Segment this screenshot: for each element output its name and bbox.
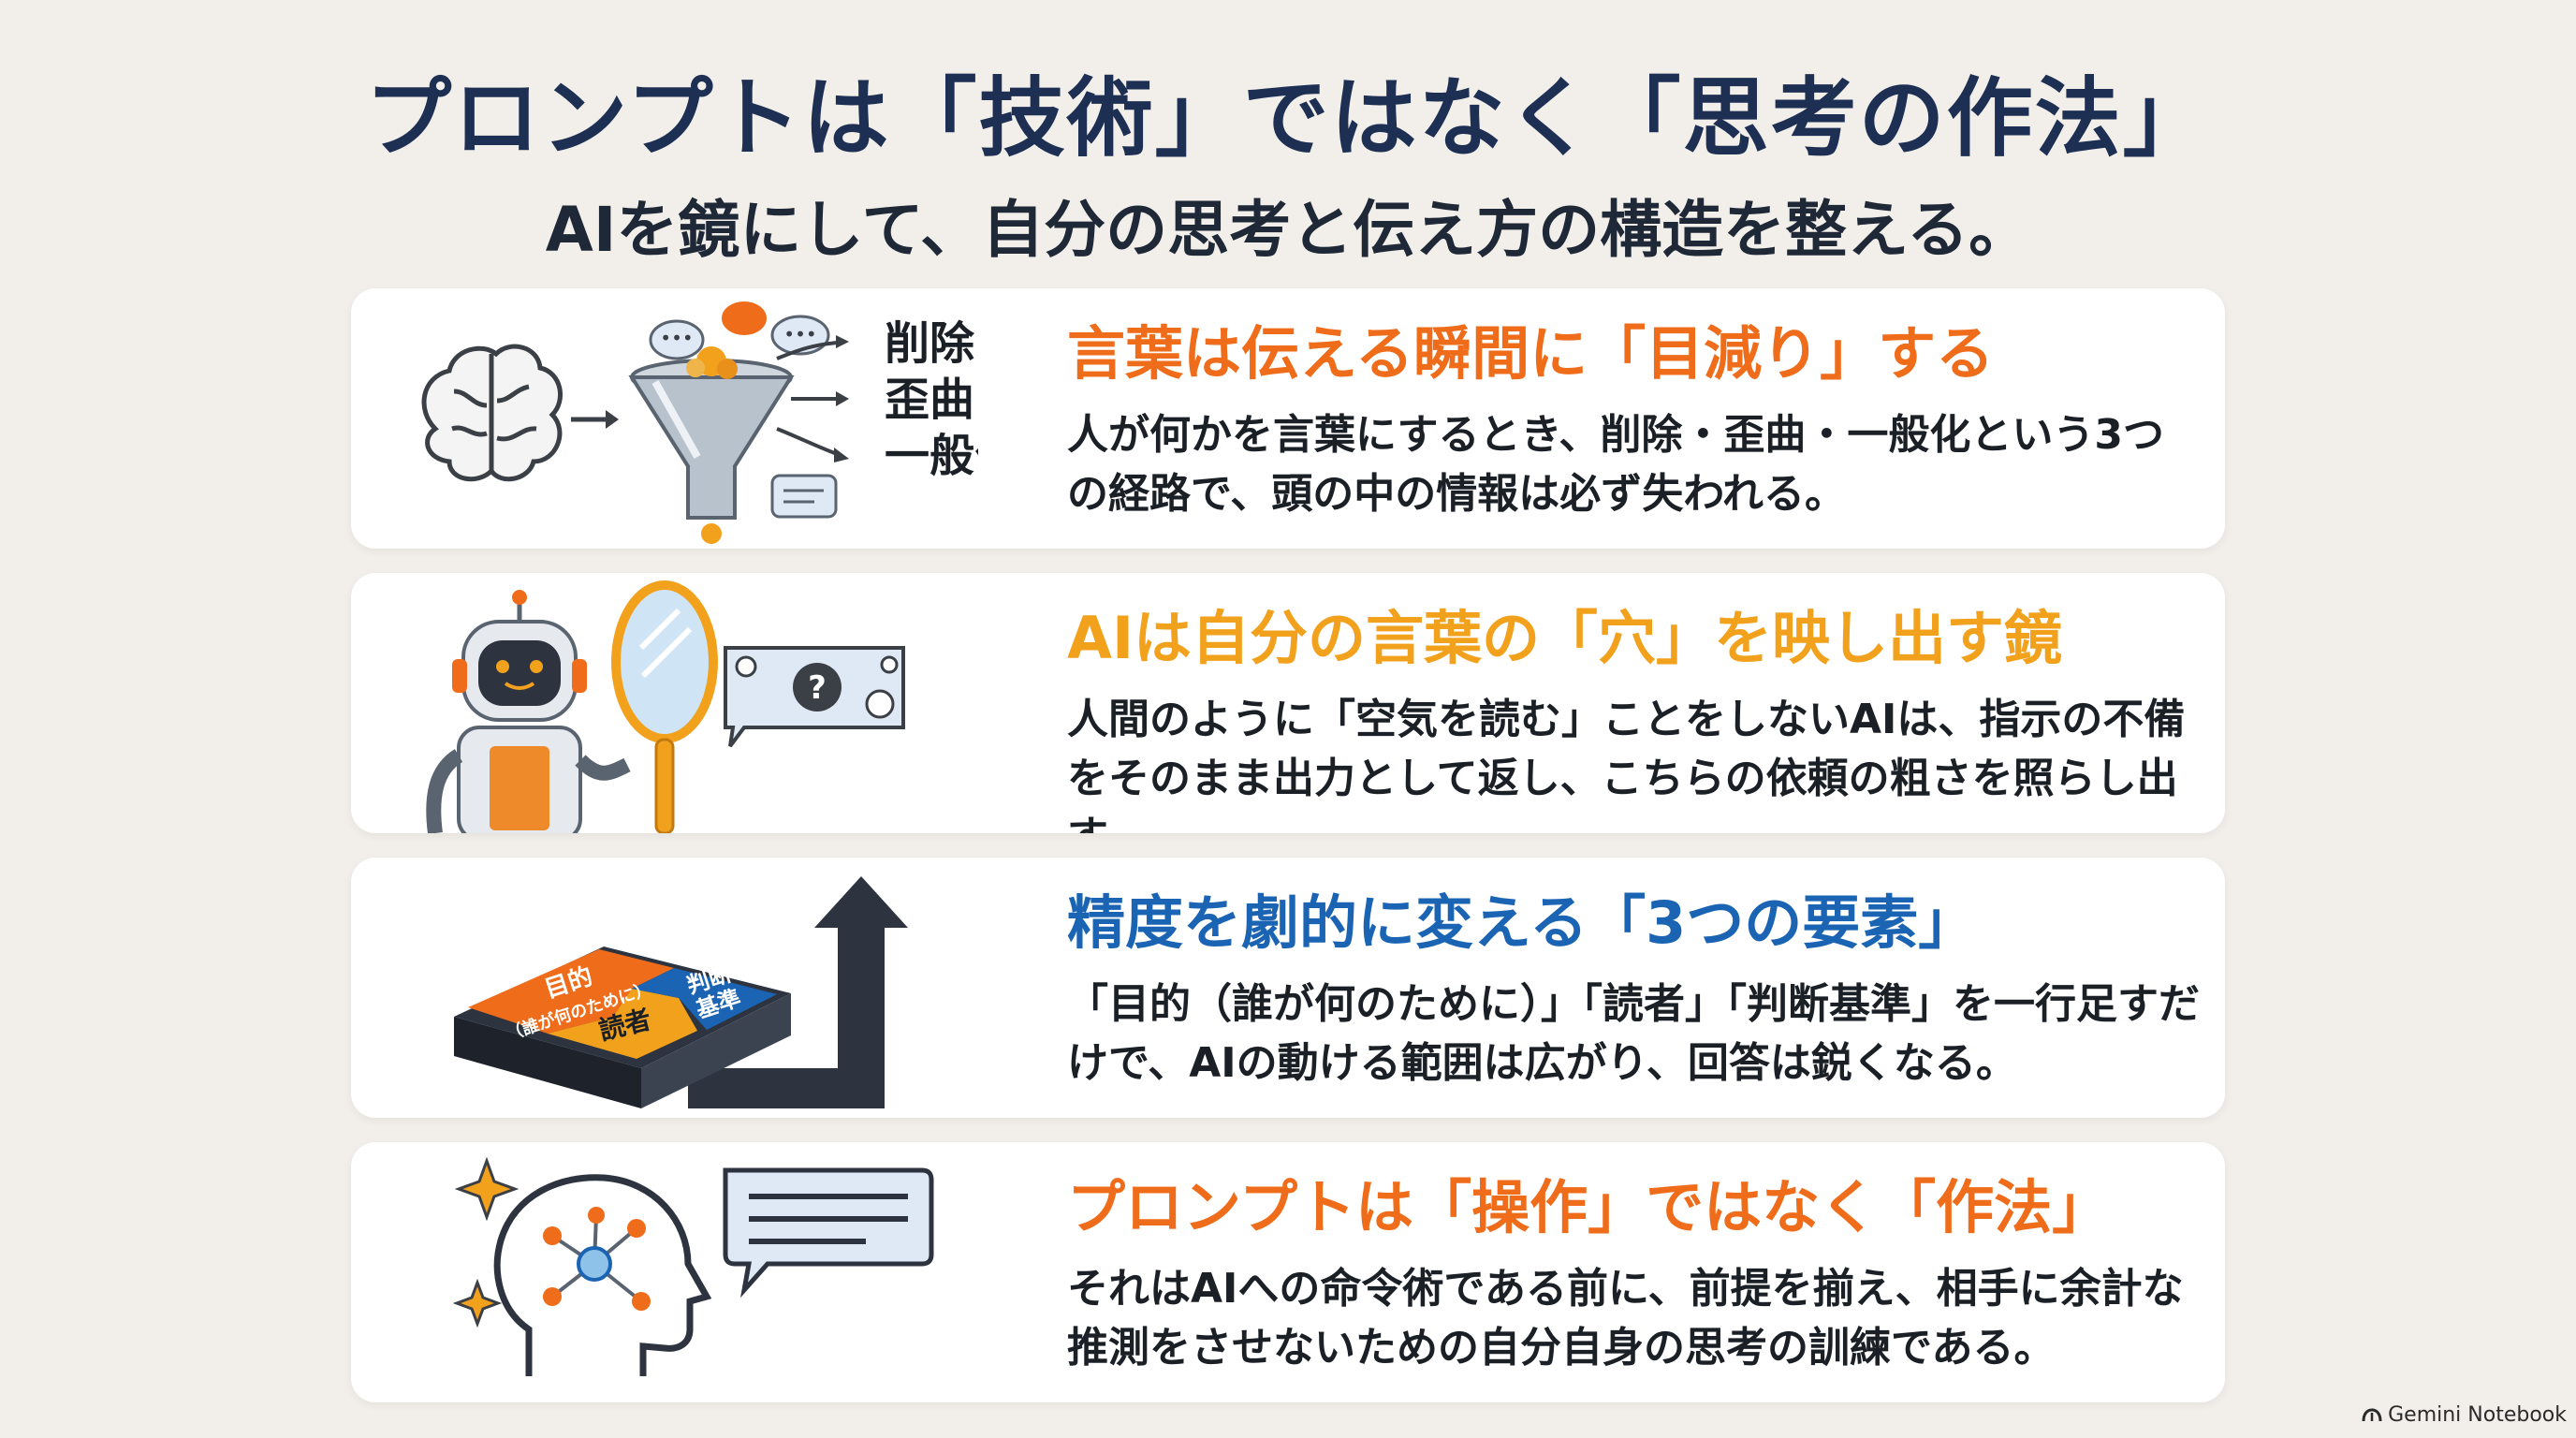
robot-icon bbox=[426, 590, 631, 833]
card-heading: AIは自分の言葉の「穴」を映し出す鏡 bbox=[1067, 604, 2063, 672]
card-body: 人間のように「空気を読む」ことをしないAIは、指示の不備をそのまま出力として返し… bbox=[1067, 696, 2186, 833]
question-bubble-icon: ? bbox=[724, 646, 905, 748]
footer-credit: Gemini Notebook bbox=[2362, 1403, 2567, 1427]
card-body: 人が何かを言葉にするとき、削除・歪曲・一般化という3つの経路で、頭の中の情報は必… bbox=[1067, 411, 2164, 518]
funnel-icon bbox=[628, 346, 795, 544]
text-bubble-icon bbox=[723, 1167, 934, 1299]
gemini-logo-icon bbox=[2362, 1408, 2382, 1422]
label-generalization: 一般化 bbox=[885, 430, 978, 482]
page-subtitle: AIを鏡にして、自分の思考と伝え方の構造を整える。 bbox=[545, 194, 2031, 266]
head-network-illustration bbox=[452, 1156, 934, 1376]
puzzle-illustration: 目的 （誰が何のために） 読者 判断 基準 bbox=[454, 876, 908, 1108]
puzzle-icon bbox=[454, 946, 791, 1108]
svg-text:?: ? bbox=[808, 669, 827, 707]
card-heading: プロンプトは「操作」ではなく「作法」 bbox=[1067, 1173, 2111, 1241]
card-prompt-manners: プロンプトは「操作」ではなく「作法」 それはAIへの命令術である前に、前提を揃え… bbox=[351, 1142, 2225, 1402]
card-word-loss: ••• ••• 削除 歪曲 一般化 言葉は伝える瞬間に「目減り」する 人が何かを… bbox=[351, 288, 2225, 549]
robot-mirror-illustration: ? bbox=[426, 580, 905, 833]
hand-mirror-icon bbox=[611, 580, 718, 833]
label-deletion: 削除 bbox=[885, 317, 975, 370]
page-title: プロンプトは「技術」ではなく「思考の作法」 bbox=[365, 68, 2211, 169]
funnel-illustration: ••• ••• 削除 歪曲 一般化 bbox=[421, 301, 978, 544]
card-heading: 言葉は伝える瞬間に「目減り」する bbox=[1067, 319, 1995, 388]
head-network-icon bbox=[493, 1174, 712, 1376]
speech-bubble-icon: ••• ••• bbox=[649, 301, 838, 519]
credit-text: Gemini Notebook bbox=[2388, 1403, 2567, 1427]
card-heading: 精度を劇的に変える「3つの要素」 bbox=[1067, 888, 1977, 957]
sparkle-icon bbox=[452, 1156, 520, 1328]
label-distortion: 歪曲 bbox=[885, 374, 974, 426]
card-body: それはAIへの命令術である前に、前提を揃え、相手に余計な推測をさせないための自分… bbox=[1067, 1265, 2184, 1372]
svg-text:•••: ••• bbox=[783, 323, 816, 345]
svg-text:•••: ••• bbox=[660, 327, 693, 349]
card-body: 「目的（誰が何のために）」「読者」「判断基準」を一行足すだけで、AIの動ける範囲… bbox=[1067, 980, 2200, 1087]
branch-arrows bbox=[776, 335, 849, 462]
card-three-elements: 目的 （誰が何のために） 読者 判断 基準 精度を劇的に変える「3つの要素」 「… bbox=[351, 858, 2225, 1118]
card-ai-mirror: ? AIは自分の言葉の「穴」を映し出す鏡 人間のように「空気を読む」ことをしない… bbox=[351, 573, 2225, 833]
brain-icon bbox=[421, 344, 563, 482]
up-arrow-icon bbox=[688, 876, 908, 1108]
arrow-icon bbox=[571, 410, 619, 429]
